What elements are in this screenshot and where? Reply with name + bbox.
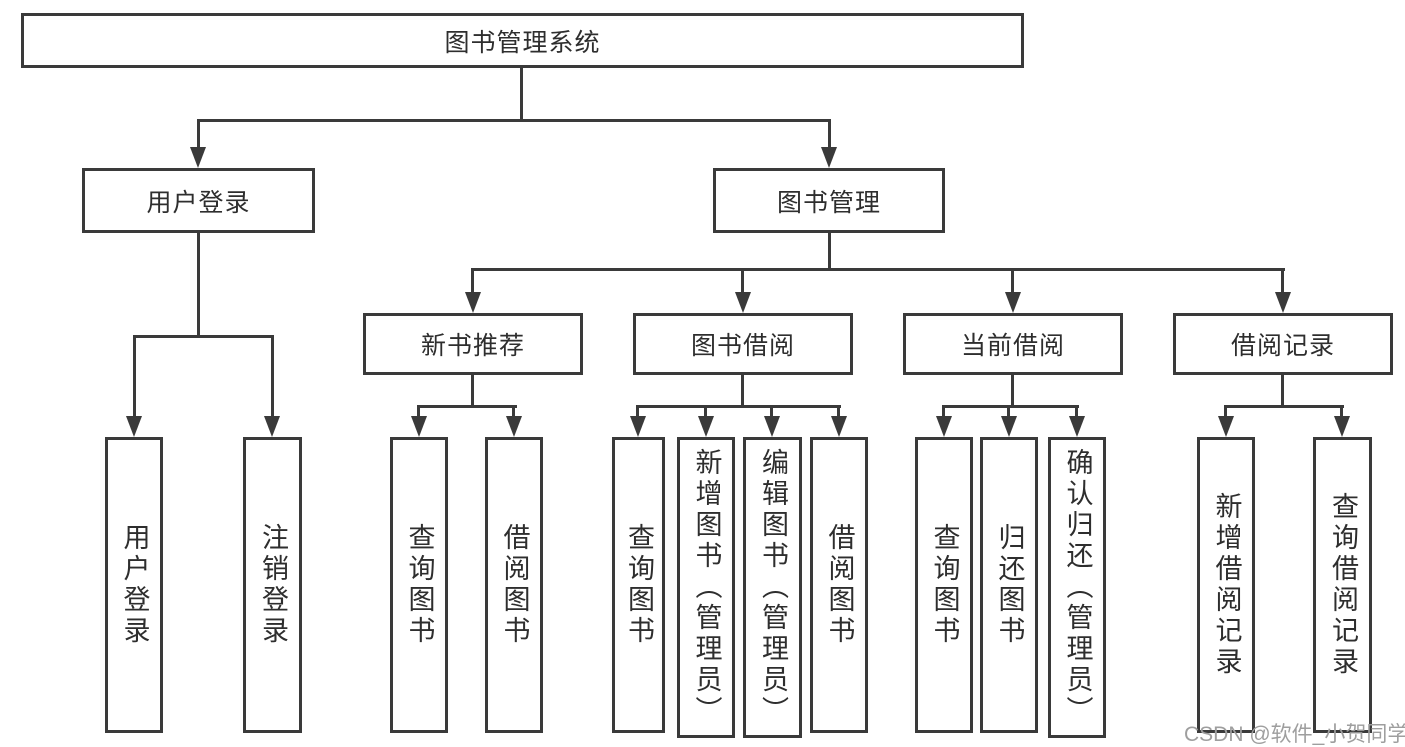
node-borrow-records: 借阅记录	[1173, 313, 1393, 375]
arrow-down-icon	[1334, 416, 1350, 437]
arrow-down-icon	[630, 416, 646, 437]
node-current-borrow-label: 当前借阅	[960, 332, 1065, 360]
connector-recommend-rail	[417, 405, 517, 408]
connector-user-login-stem	[197, 233, 200, 337]
arrow-down-icon	[821, 147, 837, 168]
leaf-return-book-label: 归还图书	[994, 523, 1025, 647]
connector-book-management-stem	[828, 233, 831, 270]
leaf-return-book: 归还图书	[980, 437, 1038, 733]
arrow-down-icon	[411, 416, 427, 437]
connector-drop-query-books-current	[942, 405, 945, 419]
leaf-logout-label: 注销登录	[258, 523, 288, 647]
node-current-borrow: 当前借阅	[903, 313, 1123, 375]
arrow-down-icon	[506, 416, 522, 437]
node-user-login-label: 用户登录	[146, 188, 251, 217]
node-new-book-recommend: 新书推荐	[363, 313, 583, 375]
node-book-borrow-label: 图书借阅	[690, 332, 795, 360]
leaf-borrow-books-borrow-label: 借阅图书	[824, 523, 855, 647]
connector-borrow-records-rail	[1224, 405, 1344, 408]
arrow-down-icon	[1275, 292, 1291, 313]
connector-drop-leaf-logout	[271, 335, 274, 417]
arrow-down-icon	[1218, 416, 1234, 437]
csdn-watermark: CSDN @软件_小贺同学	[1184, 723, 1405, 746]
connector-book-borrow-stem	[741, 375, 744, 407]
connector-drop-borrow-books-borrow	[837, 405, 840, 419]
node-root-label: 图书管理系统	[444, 28, 601, 57]
arrow-down-icon	[1001, 416, 1017, 437]
connector-drop-book-management	[828, 119, 831, 149]
leaf-logout: 注销登录	[243, 437, 302, 733]
leaf-query-books-recommend: 查询图书	[390, 437, 448, 733]
node-user-login: 用户登录	[82, 168, 315, 233]
leaf-query-borrow-record: 查询借阅记录	[1313, 437, 1372, 733]
connector-root-stem	[520, 68, 523, 122]
connector-drop-borrow-records	[1281, 268, 1284, 294]
leaf-confirm-return-admin: 确认归还（管理员）	[1048, 437, 1106, 738]
leaf-add-book-admin-label: 新增图书（管理员）	[691, 448, 722, 727]
node-book-management: 图书管理	[713, 168, 945, 233]
connector-drop-query-books-recommend	[417, 405, 420, 419]
leaf-user-login: 用户登录	[105, 437, 163, 733]
leaf-query-borrow-record-label: 查询借阅记录	[1328, 492, 1358, 678]
connector-book-management-rail	[471, 268, 1285, 271]
leaf-query-books-borrow-label: 查询图书	[624, 523, 654, 647]
connector-drop-current-borrow	[1011, 268, 1014, 294]
arrow-down-icon	[735, 292, 751, 313]
arrow-down-icon	[190, 147, 206, 168]
node-borrow-records-label: 借阅记录	[1230, 332, 1335, 360]
leaf-edit-book-admin: 编辑图书（管理员）	[743, 437, 802, 738]
leaf-edit-book-admin-label: 编辑图书（管理员）	[758, 448, 788, 727]
connector-recommend-stem	[471, 375, 474, 407]
connector-drop-confirm-return	[1075, 405, 1078, 419]
connector-drop-query-borrow-record	[1340, 405, 1343, 419]
connector-drop-borrow-books-recommend	[512, 405, 515, 419]
arrow-down-icon	[698, 416, 714, 437]
connector-drop-add-borrow-record	[1224, 405, 1227, 419]
leaf-query-books-recommend-label: 查询图书	[404, 523, 435, 647]
leaf-query-books-borrow: 查询图书	[612, 437, 665, 733]
node-new-book-recommend-label: 新书推荐	[420, 332, 525, 360]
connector-borrow-records-stem	[1281, 375, 1284, 407]
connector-drop-leaf-user-login	[133, 335, 136, 417]
arrow-down-icon	[465, 292, 481, 313]
leaf-borrow-books-recommend: 借阅图书	[485, 437, 543, 733]
leaf-borrow-books-recommend-label: 借阅图书	[499, 523, 530, 647]
connector-current-borrow-rail	[942, 405, 1079, 408]
connector-drop-user-login	[197, 119, 200, 149]
connector-drop-add-book	[704, 405, 707, 419]
leaf-user-login-label: 用户登录	[119, 523, 150, 647]
node-root: 图书管理系统	[21, 13, 1024, 68]
arrow-down-icon	[831, 416, 847, 437]
connector-drop-edit-book	[770, 405, 773, 419]
node-book-borrow: 图书借阅	[633, 313, 853, 375]
connector-drop-query-books-borrow	[636, 405, 639, 419]
leaf-query-books-current-label: 查询图书	[929, 523, 960, 647]
connector-root-rail	[197, 119, 831, 122]
leaf-add-book-admin: 新增图书（管理员）	[677, 437, 735, 738]
leaf-confirm-return-admin-label: 确认归还（管理员）	[1062, 448, 1093, 727]
connector-drop-return-book	[1007, 405, 1010, 419]
connector-current-borrow-stem	[1011, 375, 1014, 407]
leaf-query-books-current: 查询图书	[915, 437, 973, 733]
leaf-borrow-books-borrow: 借阅图书	[810, 437, 868, 733]
arrow-down-icon	[1005, 292, 1021, 313]
connector-user-login-rail	[133, 335, 274, 338]
arrow-down-icon	[764, 416, 780, 437]
leaf-add-borrow-record: 新增借阅记录	[1197, 437, 1255, 733]
connector-book-borrow-rail	[636, 405, 841, 408]
arrow-down-icon	[936, 416, 952, 437]
leaf-add-borrow-record-label: 新增借阅记录	[1211, 492, 1242, 678]
node-book-management-label: 图书管理	[776, 188, 881, 217]
connector-drop-new-book-recommend	[471, 268, 474, 294]
arrow-down-icon	[264, 416, 280, 437]
arrow-down-icon	[126, 416, 142, 437]
arrow-down-icon	[1069, 416, 1085, 437]
connector-drop-book-borrow	[741, 268, 744, 294]
